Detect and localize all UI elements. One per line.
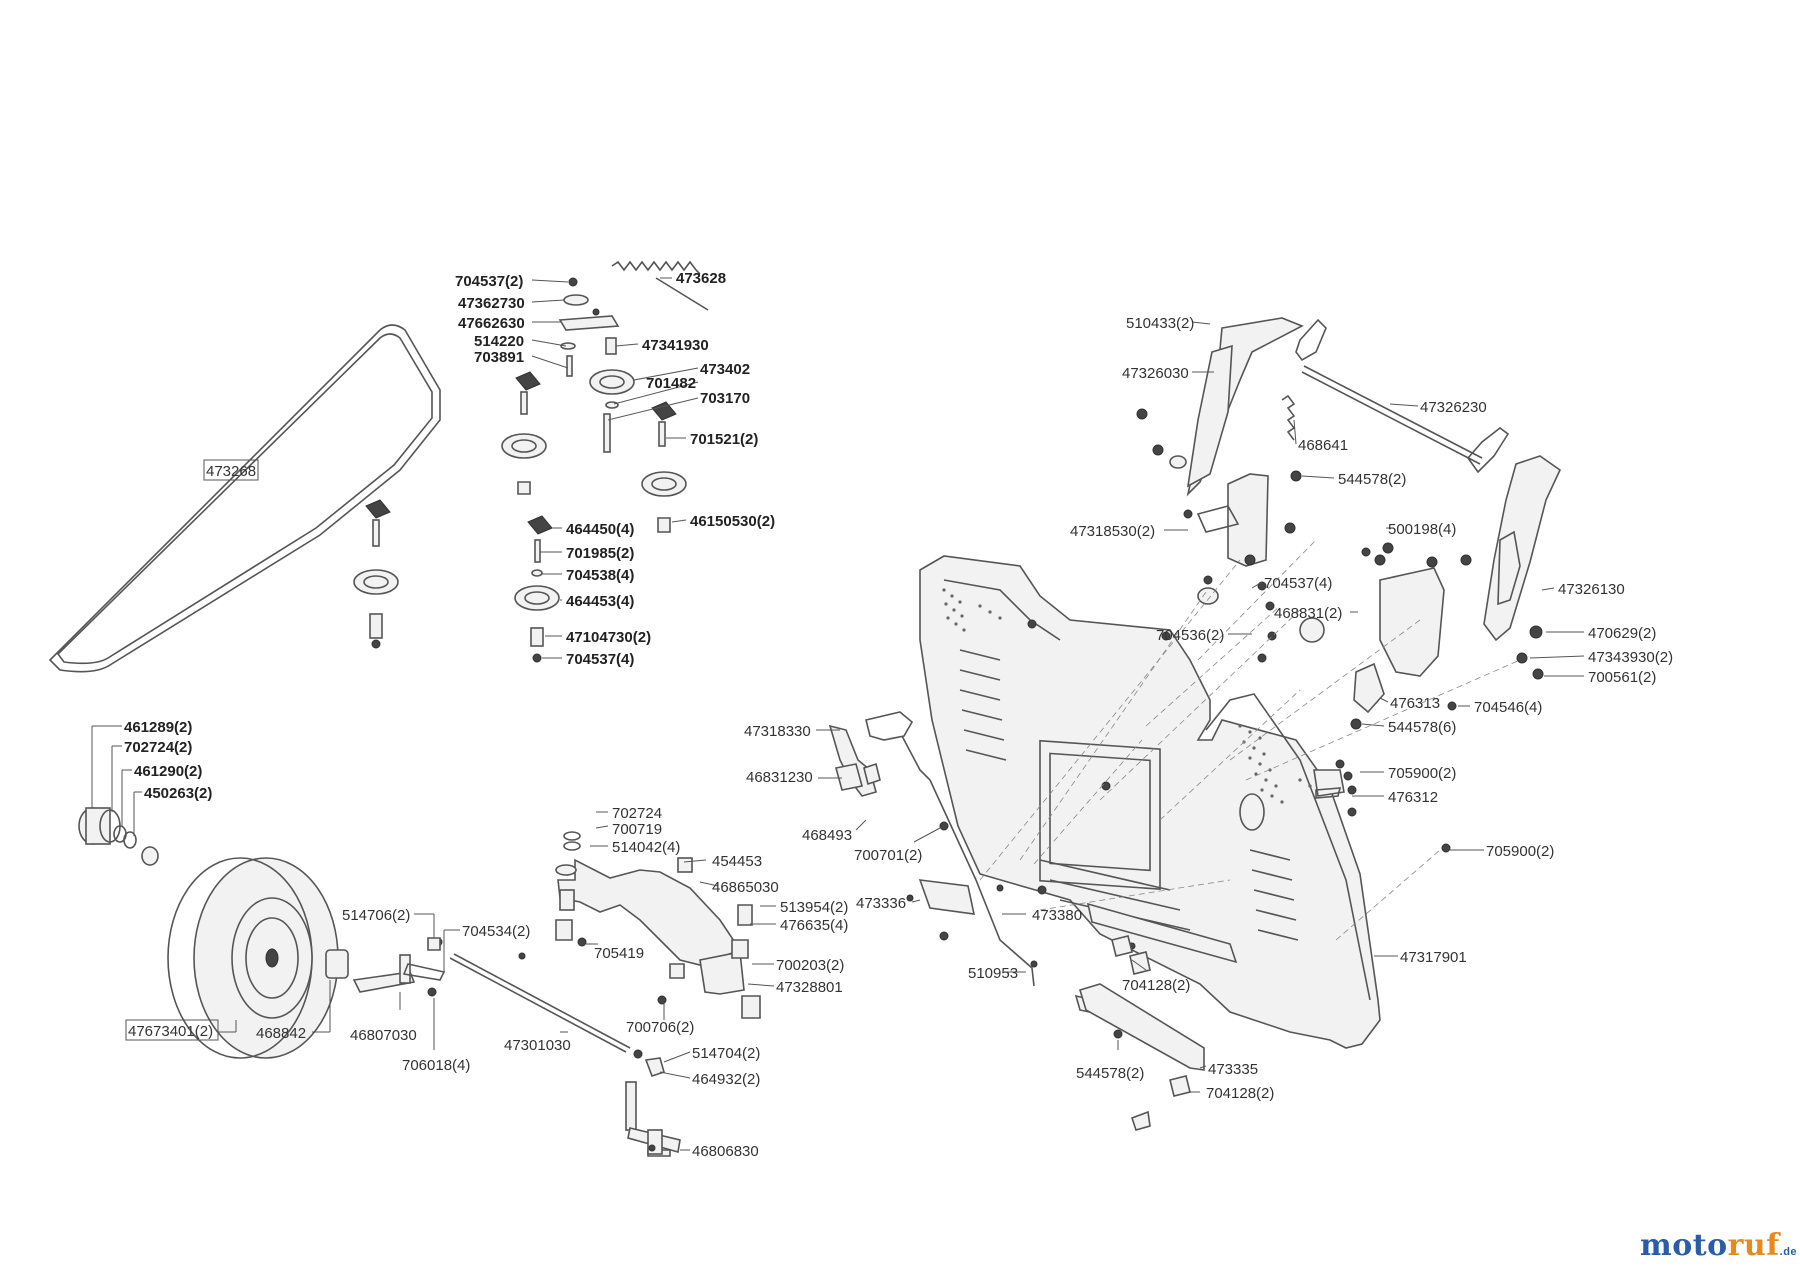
part-label: 47326130 (1558, 581, 1625, 598)
part-label: 47318530(2) (1070, 523, 1155, 540)
part-label: 514220 (474, 333, 524, 350)
part-label: 46865030 (712, 879, 779, 896)
part-label: 468493 (802, 827, 852, 844)
leader-lines (91, 277, 1585, 1151)
part-label: 704537(2) (455, 273, 523, 290)
steering-linkage (828, 711, 1038, 987)
front-axle (449, 831, 761, 1157)
part-label: 544578(2) (1338, 471, 1406, 488)
part-label: 700701(2) (854, 847, 922, 864)
part-label: 703170 (700, 390, 750, 407)
part-label: 461289(2) (124, 719, 192, 736)
part-label: 703891 (474, 349, 524, 366)
part-label: 514704(2) (692, 1045, 760, 1062)
part-label: 47662630 (458, 315, 525, 332)
part-label: 544578(2) (1076, 1065, 1144, 1082)
part-label: 700719 (612, 821, 662, 838)
part-label: 513954(2) (780, 899, 848, 916)
part-label: 47341930 (642, 337, 709, 354)
part-labels: 704537(2) 473628 47362730 47662630 51422… (124, 270, 1673, 1160)
part-label: 700561(2) (1588, 669, 1656, 686)
part-label: 700203(2) (776, 957, 844, 974)
part-label: 46831230 (746, 769, 813, 786)
part-label: 514042(4) (612, 839, 680, 856)
brand-logo-part2: ruf (1727, 1228, 1780, 1263)
part-label: 473336 (856, 895, 906, 912)
part-label: 514706(2) (342, 907, 410, 924)
part-label: 702724(2) (124, 739, 192, 756)
part-label: 704538(4) (566, 567, 634, 584)
part-label: 701482 (646, 375, 696, 392)
part-label: 704536(2) (1156, 627, 1224, 644)
part-label: 700706(2) (626, 1019, 694, 1036)
part-label: 704128(2) (1122, 977, 1190, 994)
part-label: 47104730(2) (566, 629, 651, 646)
part-label: 473380 (1032, 907, 1082, 924)
part-label: 47673401(2) (128, 1023, 213, 1040)
scraper-plate (1079, 935, 1205, 1131)
part-label: 704534(2) (462, 923, 530, 940)
part-label: 47343930(2) (1588, 649, 1673, 666)
part-label: 468831(2) (1274, 605, 1342, 622)
brand-logo-part3: .de (1779, 1246, 1798, 1258)
drive-belt (48, 324, 441, 673)
part-label: 701985(2) (566, 545, 634, 562)
part-label: 450263(2) (144, 785, 212, 802)
part-label: 476313 (1390, 695, 1440, 712)
part-label: 510953 (968, 965, 1018, 982)
part-label: 473628 (676, 270, 726, 287)
brand-logo-part1: moto (1640, 1228, 1728, 1263)
part-label: 464453(4) (566, 593, 634, 610)
part-label: 544578(6) (1388, 719, 1456, 736)
part-label: 47317901 (1400, 949, 1467, 966)
part-label: 705900(2) (1486, 843, 1554, 860)
part-label: 46150530(2) (690, 513, 775, 530)
part-label: 510433(2) (1126, 315, 1194, 332)
part-label: 461290(2) (134, 763, 202, 780)
pulley-assembly (353, 260, 709, 663)
part-label: 701521(2) (690, 431, 758, 448)
lift-linkage (1027, 317, 1562, 895)
part-label: 476635(4) (780, 917, 848, 934)
brand-logo: motoruf.de (1640, 1228, 1797, 1263)
part-label: 705900(2) (1388, 765, 1456, 782)
part-label: 468641 (1298, 437, 1348, 454)
front-wheel (78, 807, 446, 1059)
part-label: 704128(2) (1206, 1085, 1274, 1102)
part-label: 705419 (594, 945, 644, 962)
part-label: 704546(4) (1474, 699, 1542, 716)
part-label: 464932(2) (692, 1071, 760, 1088)
part-label: 704537(4) (1264, 575, 1332, 592)
part-label: 473268 (206, 463, 256, 480)
part-label: 706018(4) (402, 1057, 470, 1074)
main-plate (919, 555, 1381, 1049)
part-label: 468842 (256, 1025, 306, 1042)
part-label: 476312 (1388, 789, 1438, 806)
part-label: 47318330 (744, 723, 811, 740)
part-label: 473335 (1208, 1061, 1258, 1078)
part-label: 704537(4) (566, 651, 634, 668)
part-label: 702724 (612, 805, 662, 822)
part-label: 47328801 (776, 979, 843, 996)
part-label: 47362730 (458, 295, 525, 312)
part-label: 470629(2) (1588, 625, 1656, 642)
part-label: 454453 (712, 853, 762, 870)
part-label: 500198(4) (1388, 521, 1456, 538)
part-label: 47301030 (504, 1037, 571, 1054)
part-label: 46806830 (692, 1143, 759, 1160)
part-label: 473402 (700, 361, 750, 378)
assembly-lines (979, 539, 1521, 941)
part-label: 47326230 (1420, 399, 1487, 416)
part-label: 46807030 (350, 1027, 417, 1044)
part-label: 464450(4) (566, 521, 634, 538)
part-label: 47326030 (1122, 365, 1189, 382)
